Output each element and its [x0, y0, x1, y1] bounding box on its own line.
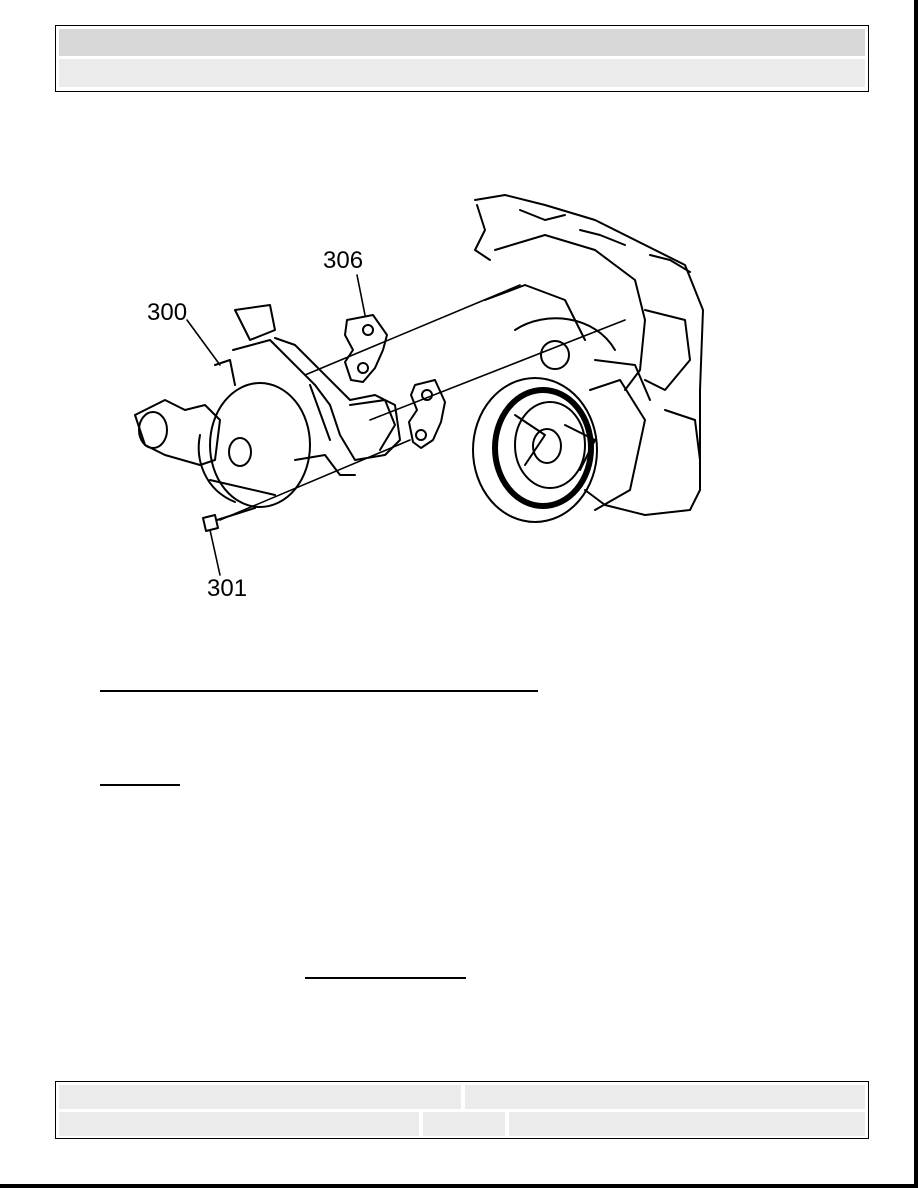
gasket-right [408, 379, 446, 449]
page-footer [55, 1081, 869, 1139]
footer-mid-bottom [423, 1112, 505, 1136]
header-subtitle-bar [59, 59, 865, 87]
gasket-left [344, 314, 388, 383]
leader-lines [186, 274, 366, 576]
footer-left-bottom [59, 1112, 419, 1136]
crank-pulley [472, 340, 651, 523]
callout-301: 301 [207, 575, 247, 602]
callout-300: 300 [147, 299, 187, 326]
link-rule [305, 977, 466, 979]
callout-306: 306 [323, 247, 363, 274]
footer-left-top [59, 1085, 461, 1109]
header-title-bar [59, 29, 865, 56]
water-pump-illustration: 300 306 301 [125, 190, 710, 605]
engine-block [474, 194, 704, 516]
short-rule [100, 784, 180, 786]
water-pump [134, 304, 401, 508]
page-header [55, 25, 869, 92]
footer-right-top [465, 1085, 865, 1109]
footer-right-bottom [509, 1112, 865, 1136]
bolt [202, 507, 256, 532]
alignment-lines [219, 284, 626, 521]
section-rule [100, 690, 538, 692]
exploded-view-drawing: 300 306 301 [134, 194, 704, 602]
